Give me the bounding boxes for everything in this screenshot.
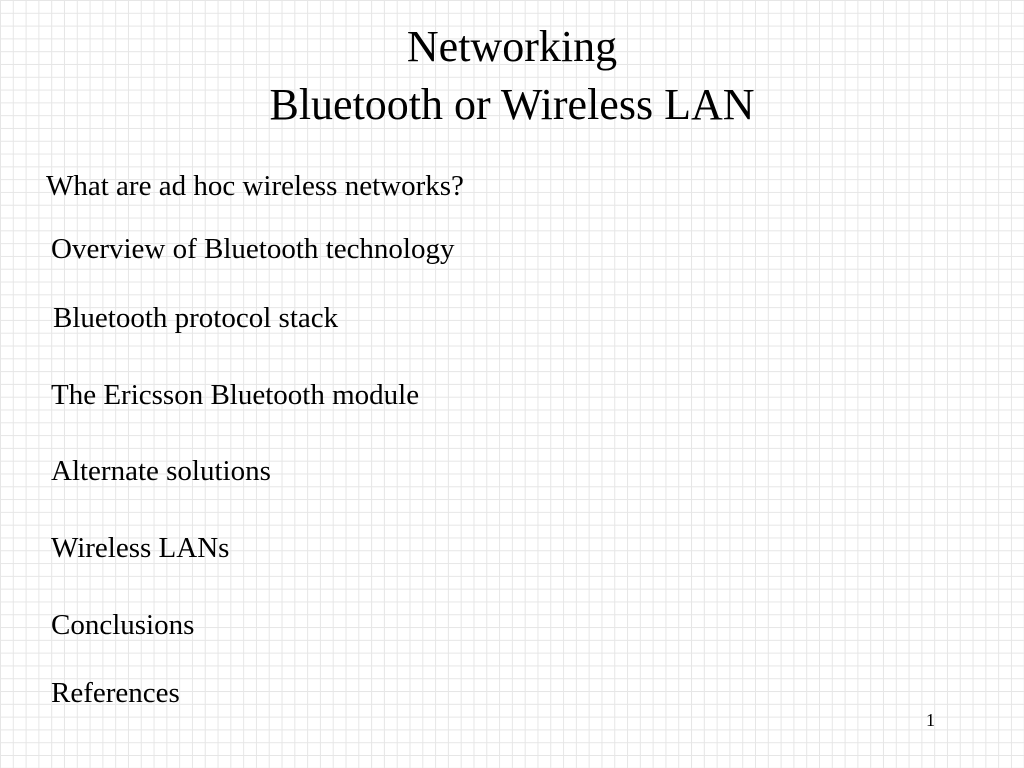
slide-title-line-2: Bluetooth or Wireless LAN: [269, 80, 755, 129]
agenda-item-protocol-stack: Bluetooth protocol stack: [53, 302, 339, 334]
slide-title-line-1: Networking: [406, 22, 618, 71]
agenda-item-wireless-lans: Wireless LANs: [51, 532, 230, 564]
agenda-item-alternate-solutions: Alternate solutions: [51, 455, 271, 487]
agenda-item-ericsson-module: The Ericsson Bluetooth module: [51, 379, 420, 411]
agenda-item-references: References: [51, 677, 180, 709]
agenda-item-bluetooth-overview: Overview of Bluetooth technology: [51, 233, 455, 265]
slide-title: Networking Bluetooth or Wireless LAN: [0, 18, 1024, 134]
agenda-item-conclusions: Conclusions: [51, 609, 195, 641]
agenda-item-ad-hoc-networks: What are ad hoc wireless networks?: [46, 170, 464, 202]
page-number: 1: [926, 710, 935, 730]
